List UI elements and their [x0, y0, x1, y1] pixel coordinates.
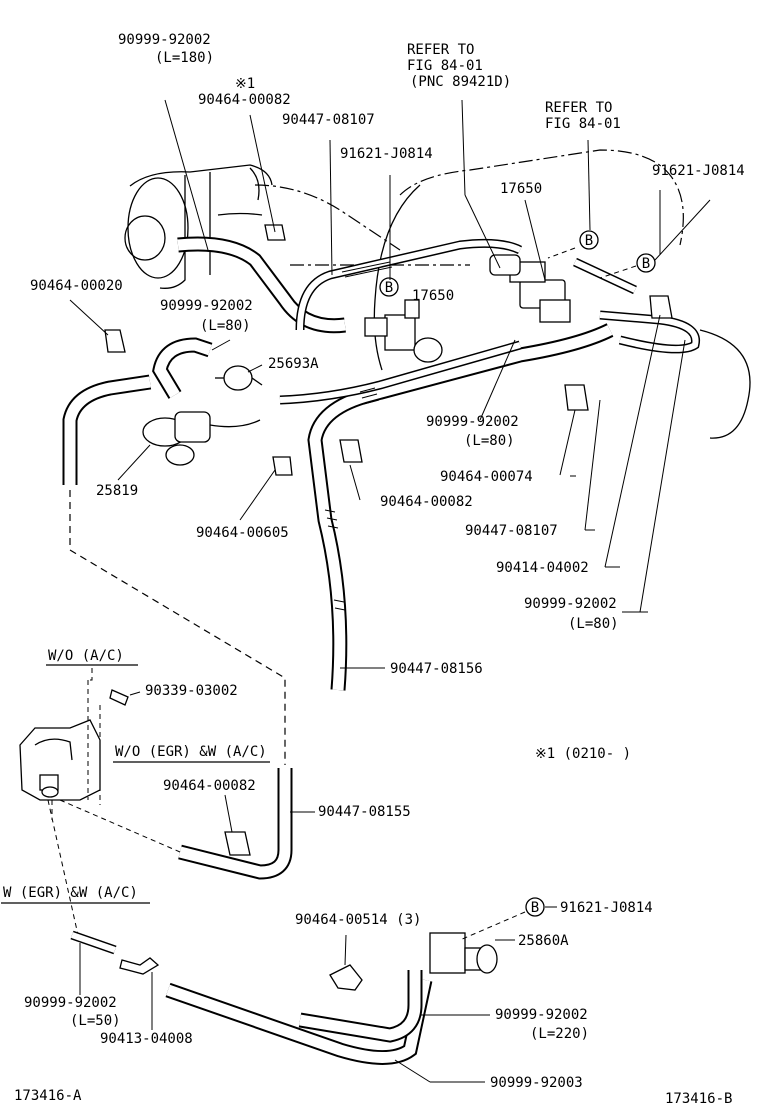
inset-wo-ac: W/O (A/C) [46, 648, 138, 681]
label-hose-left-mid-len: (L=80) [200, 318, 251, 334]
label-clamp-right: 90414-04002 [496, 560, 589, 576]
intake-manifold-outline [124, 149, 751, 439]
label-fig-b: 173416-B [665, 1091, 732, 1107]
inset-dashed-link [59, 799, 181, 853]
hose-left-long [62, 374, 152, 485]
ref-b-marker-bottom: B 91621-J0814 [459, 897, 653, 941]
label-plug: 90339-03002 [145, 683, 238, 699]
ref-b-label-1: B [585, 233, 593, 249]
ref-b-marker-top-right: B [547, 230, 599, 259]
label-hose-right-len: (L=80) [568, 616, 619, 632]
valve-25819 [142, 411, 261, 466]
label-clamp-lower-left: 90464-00605 [196, 525, 289, 541]
clamp-90464-00605 [272, 456, 293, 476]
clamp-90464-00074 [564, 384, 589, 411]
label-hose-bottom-left: 90999-92002 [24, 995, 117, 1011]
hose-90999-92002-l220: 90999-92002 (L=220) [298, 970, 589, 1043]
label-refer-a-2: FIG 84-01 [407, 58, 483, 74]
clamp-90414-04002 [649, 295, 673, 319]
label-hose-bottom-right-len: (L=220) [530, 1026, 589, 1042]
label-valve-bottom: 25860A [518, 933, 569, 949]
label-hose-top-left: 90999-92002 [118, 32, 211, 48]
clamp-90464-00082-center [339, 439, 363, 463]
inset-throttle-body [19, 680, 101, 805]
label-hose-center: 90999-92002 [426, 414, 519, 430]
label-hose-center-right: 90447-08107 [465, 523, 558, 539]
label-clamp-left: 90464-00020 [30, 278, 123, 294]
label-refer-b-1: REFER TO [545, 100, 612, 116]
label-cond-wo-ac: W/O (A/C) [48, 648, 124, 664]
label-hose-mid-top: 90447-08107 [282, 112, 375, 128]
label-clamp-bottom: 90464-00514 (3) [295, 912, 421, 928]
hose-90999-92003: 90999-92003 [165, 978, 583, 1091]
label-refer-a-3: (PNC 89421D) [410, 74, 511, 90]
leader-lines-top [69, 99, 686, 669]
label-vsv-right: 17650 [500, 181, 542, 197]
label-cond-wo-egr: W/O (EGR) &W (A/C) [115, 744, 267, 760]
label-fig-a: 173416-A [14, 1088, 82, 1104]
ref-b-label-4: B [531, 900, 539, 916]
label-refer-b-2: FIG 84-01 [545, 116, 621, 132]
label-refer-a-1: REFER TO [407, 42, 474, 58]
label-valve-mid: 25693A [268, 356, 319, 372]
label-cond-w-egr: W (EGR) &W (A/C) [3, 885, 138, 901]
label-vsv-left: 17650 [412, 288, 454, 304]
clamp-90464-00020 [104, 329, 126, 353]
clamp-top-90464-00082 [264, 224, 286, 241]
label-hose-bottom-right: 90999-92002 [495, 1007, 588, 1023]
ref-b-marker-right: B [599, 199, 711, 279]
label-bolt-left: 91621-J0814 [340, 146, 433, 162]
label-hose-long: 90447-08156 [390, 661, 483, 677]
label-hose-inset: 90447-08155 [318, 804, 411, 820]
label-hooks [570, 475, 648, 613]
label-hose-left-mid: 90999-92002 [160, 298, 253, 314]
hose-right-short [573, 257, 637, 295]
label-note-range: ※1 (0210- ) [535, 746, 631, 762]
label-hose-top-left-len: (L=180) [155, 50, 214, 66]
valve-25860a: 25860A [429, 932, 569, 974]
hose-main-long [307, 323, 614, 691]
vsv-17650-right [489, 254, 571, 323]
connector-dashed-left [69, 490, 286, 765]
label-clamp-top: 90464-00082 [198, 92, 291, 108]
hose-center-parallel [279, 340, 522, 405]
valve-25693a [215, 365, 263, 391]
label-hose-bottom: 90999-92003 [490, 1075, 583, 1091]
hose-right-loop [599, 310, 701, 354]
hose-90447-08155: 90447-08155 [178, 768, 411, 880]
label-bolt-right: 91621-J0814 [652, 163, 745, 179]
ref-b-label-2: B [642, 256, 650, 272]
bottom-w-egr: W (EGR) &W (A/C) [1, 799, 150, 936]
inset-wo-egr: W/O (EGR) &W (A/C) [113, 744, 270, 763]
vsv-17650-left [364, 299, 443, 363]
hose-90999-92002-l50: 90999-92002 (L=50) [24, 930, 121, 1029]
label-hose-bottom-left-len: (L=50) [70, 1013, 121, 1029]
plug-90339-03002: 90339-03002 [109, 683, 238, 706]
ref-b-label-3: B [385, 280, 393, 296]
hose-90447-08107-top [295, 238, 523, 331]
label-hose-right: 90999-92002 [524, 596, 617, 612]
label-clamp-center-right: 90464-00074 [440, 469, 533, 485]
label-clamp-center: 90464-00082 [380, 494, 473, 510]
label-bolt-bottom: 91621-J0814 [560, 900, 653, 916]
label-note-mark-top: ※1 [235, 76, 255, 92]
label-hose-center-len: (L=80) [464, 433, 515, 449]
hose-90999-92002-l80-left [152, 337, 213, 399]
joint-90413-04008: 90413-04008 [100, 957, 193, 1047]
labels-top: 90999-92002 (L=180) ※1 90464-00082 90447… [30, 32, 745, 677]
clamp-90464-00514: 90464-00514 (3) [295, 912, 421, 991]
label-joint-bottom: 90413-04008 [100, 1031, 193, 1047]
label-clamp-inset: 90464-00082 [163, 778, 256, 794]
label-valve-left: 25819 [96, 483, 138, 499]
ref-b-marker-left: B [379, 277, 399, 297]
clamp-inset-90464-00082: 90464-00082 [163, 778, 256, 856]
